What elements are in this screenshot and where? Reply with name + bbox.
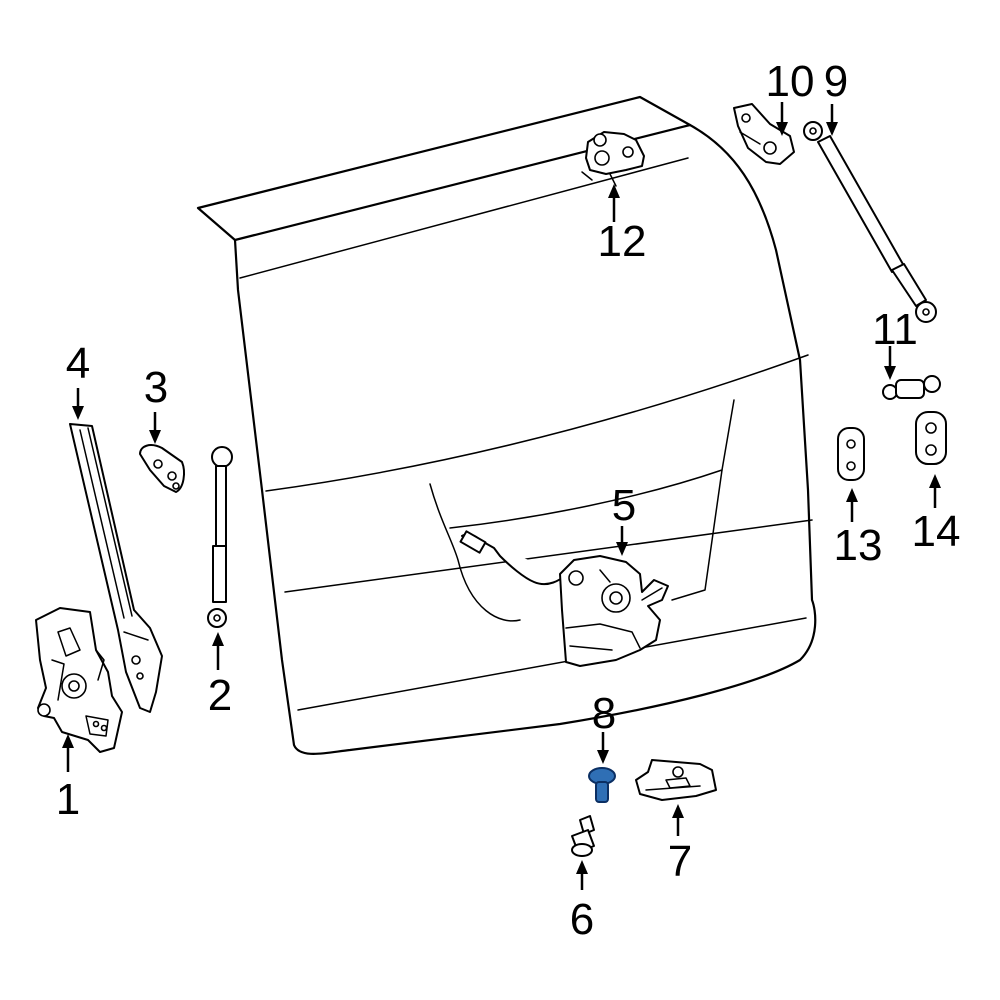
callout-6: 6 — [570, 895, 594, 944]
callout-9: 9 — [824, 57, 848, 106]
part-9-gas-strut[interactable] — [803, 121, 937, 323]
part-5-latch-assembly[interactable] — [459, 530, 669, 667]
leader-arrows — [62, 102, 941, 890]
part-11-stop[interactable] — [882, 375, 941, 400]
callout-4: 4 — [66, 339, 90, 388]
callout-2: 2 — [208, 671, 232, 720]
callout-11: 11 — [872, 305, 918, 354]
part-8-bolt-highlighted[interactable] — [588, 767, 616, 803]
part-14-pad[interactable] — [915, 411, 947, 465]
callout-3: 3 — [144, 363, 168, 412]
callout-13: 13 — [834, 521, 883, 570]
callout-10: 10 — [766, 57, 815, 106]
callout-1: 1 — [56, 775, 80, 824]
part-10-hinge[interactable] — [733, 103, 795, 165]
callout-labels: 1 2 3 4 5 6 7 8 9 10 11 12 13 14 — [56, 57, 961, 944]
part-2-gas-strut[interactable] — [207, 446, 233, 628]
part-12-hinge[interactable] — [581, 131, 645, 187]
part-3-bracket[interactable] — [139, 444, 185, 493]
part-4-trim-rail[interactable] — [69, 423, 163, 713]
callout-5: 5 — [612, 481, 636, 530]
callout-12: 12 — [598, 217, 647, 266]
part-6-bolt[interactable] — [571, 815, 595, 857]
callout-8: 8 — [592, 689, 616, 738]
part-13-pad[interactable] — [837, 427, 865, 481]
part-7-striker[interactable] — [635, 759, 717, 801]
liftgate-panel — [196, 95, 817, 756]
callout-14: 14 — [912, 507, 961, 556]
part-1-liftgate-motor[interactable] — [35, 607, 123, 753]
callout-7: 7 — [668, 837, 692, 886]
